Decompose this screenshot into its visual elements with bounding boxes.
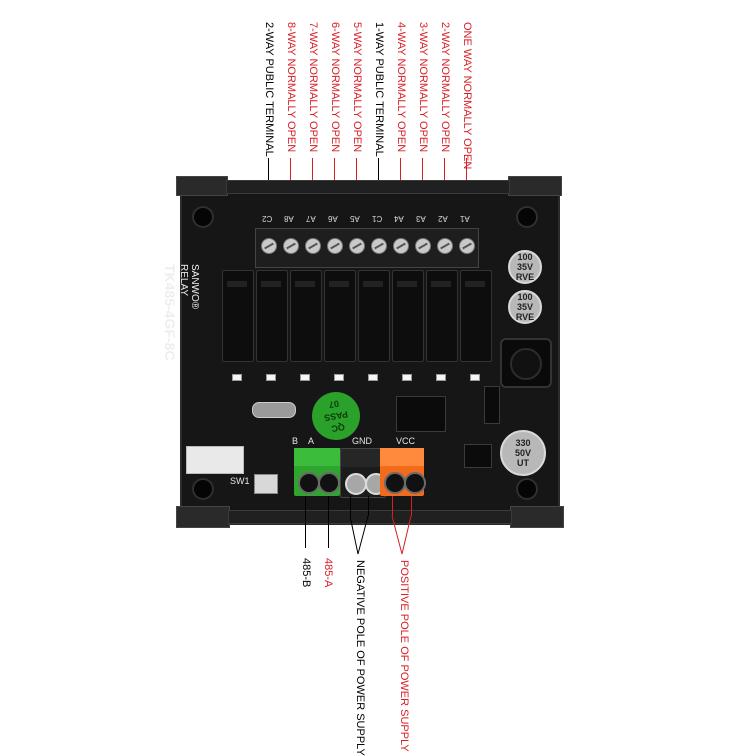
relay-led-4 (334, 374, 344, 381)
capacitor-small-2: 100 35V RVE (508, 290, 542, 324)
leader-485b (305, 496, 306, 548)
mount-hole-bottom-right (516, 478, 538, 500)
relay-terminal-screw-6[interactable] (371, 238, 387, 254)
relay-terminal-screw-8[interactable] (415, 238, 431, 254)
terminal-id-2: A8 (284, 214, 294, 223)
mount-hole-bottom-left (192, 478, 214, 500)
brand-text: SANWO® (189, 264, 200, 310)
relay-8 (460, 270, 492, 362)
relay-terminal-screw-9[interactable] (437, 238, 453, 254)
a-pin-label: A (308, 436, 315, 446)
vcc-pin-label: VCC (396, 436, 416, 446)
relay-terminal-screw-2[interactable] (283, 238, 299, 254)
sw1-label: SW1 (230, 476, 250, 486)
leader-gnd-1 (350, 496, 351, 516)
capacitor-large: 330 50V UT (500, 430, 546, 476)
terminal-id-3: A7 (306, 214, 316, 223)
rs485-a-screw[interactable] (318, 472, 340, 494)
gnd-pin-label: GND (352, 436, 372, 446)
relay-terminal-screw-5[interactable] (349, 238, 365, 254)
relay-4 (324, 270, 356, 362)
relay-7 (426, 270, 458, 362)
top-label-5: 5-WAY NORMALLY OPEN (351, 22, 363, 153)
relay-2 (256, 270, 288, 362)
din-rail-bottom (228, 510, 512, 524)
programming-header (186, 446, 244, 474)
din-clip-bottom-right (510, 506, 564, 528)
din-clip-bottom-left (176, 506, 230, 528)
terminal-id-8: A3 (416, 214, 426, 223)
driver-chip (464, 444, 492, 468)
model-code: TK485-4GF-8C (162, 264, 178, 361)
top-label-3: 7-WAY NORMALLY OPEN (307, 22, 319, 153)
relay-terminal-screw-7[interactable] (393, 238, 409, 254)
microcontroller-chip (396, 396, 446, 432)
label-negative-pole: NEGATIVE POLE OF POWER SUPPLY (354, 560, 366, 756)
mount-hole-top-right (516, 206, 538, 228)
vcc-terminal-block (380, 448, 426, 496)
crystal-oscillator (252, 402, 296, 418)
relay-terminal-screw-3[interactable] (305, 238, 321, 254)
relay-led-2 (266, 374, 276, 381)
top-label-2: 8-WAY NORMALLY OPEN (285, 22, 297, 153)
model-marking: SANWO® RELAY TK485-4GF-8C (162, 264, 200, 360)
relay-led-8 (470, 374, 480, 381)
terminal-id-9: A2 (438, 214, 448, 223)
top-label-8: 3-WAY NORMALLY OPEN (417, 22, 429, 153)
relay-terminal-screw-1[interactable] (261, 238, 277, 254)
power-inductor (500, 338, 552, 388)
terminal-id-7: A4 (394, 214, 404, 223)
leader-vcc-1 (392, 496, 393, 516)
vcc-screw-1[interactable] (384, 472, 406, 494)
relay-3 (290, 270, 322, 362)
terminal-id-4: A6 (328, 214, 338, 223)
relay-terminal-screw-4[interactable] (327, 238, 343, 254)
mount-hole-top-left (192, 206, 214, 228)
relay-1 (222, 270, 254, 362)
label-485a: 485-A (322, 558, 334, 588)
relay-led-1 (232, 374, 242, 381)
gnd-terminal-block (340, 448, 387, 498)
regulator-chip (484, 386, 500, 424)
label-485b: 485-B (300, 558, 312, 588)
vcc-screw-2[interactable] (404, 472, 426, 494)
relay-5 (358, 270, 390, 362)
relay-terminal-screw-10[interactable] (459, 238, 475, 254)
top-label-1: 2-WAY PUBLIC TERMINAL (263, 22, 275, 157)
leader-485a (328, 496, 329, 548)
relay-text: RELAY (178, 264, 189, 297)
relay-led-3 (300, 374, 310, 381)
top-label-9: 2-WAY NORMALLY OPEN (439, 22, 451, 153)
gnd-screw-1[interactable] (345, 473, 367, 495)
terminal-id-5: A5 (350, 214, 360, 223)
top-label-10: ONE WAY NORMALLY OPEN (461, 22, 473, 170)
leader-vcc-join (391, 515, 412, 555)
relay-led-7 (436, 374, 446, 381)
top-label-7: 4-WAY NORMALLY OPEN (395, 22, 407, 153)
leader-gnd-2 (368, 496, 369, 516)
b-pin-label: B (292, 436, 299, 446)
terminal-id-6: C1 (372, 214, 383, 223)
leader-vcc-2 (411, 496, 412, 516)
din-rail-top (226, 180, 510, 194)
relay-6 (392, 270, 424, 362)
label-positive-pole: POSITIVE POLE OF POWER SUPPLY (398, 560, 410, 752)
relay-led-6 (402, 374, 412, 381)
din-clip-top-left (176, 176, 228, 196)
rs485-terminal-block (294, 448, 340, 496)
top-label-6: 1-WAY PUBLIC TERMINAL (373, 22, 385, 157)
din-clip-top-right (508, 176, 562, 196)
relay-led-5 (368, 374, 378, 381)
sw1-button[interactable] (254, 474, 278, 494)
rs485-b-screw[interactable] (298, 472, 320, 494)
terminal-id-10: A1 (460, 214, 470, 223)
leader-gnd-join (349, 515, 369, 555)
capacitor-small-1: 100 35V RVE (508, 250, 542, 284)
terminal-id-1: C2 (262, 214, 273, 223)
top-label-4: 6-WAY NORMALLY OPEN (329, 22, 341, 153)
